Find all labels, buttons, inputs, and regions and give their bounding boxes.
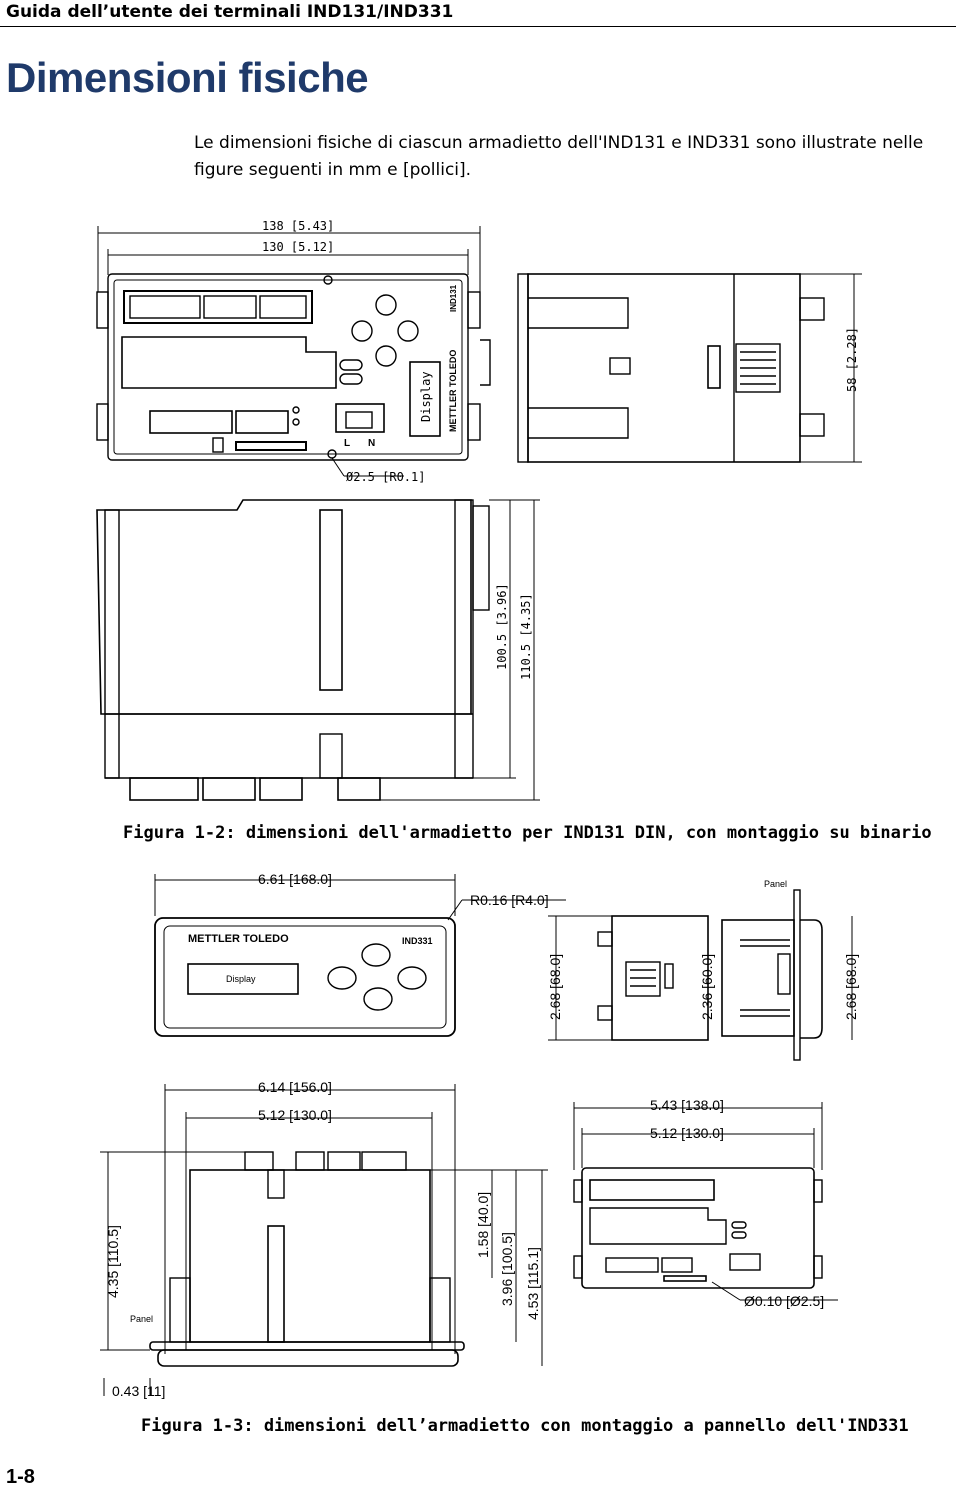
fig2-bottom-view: 6.14 [156.0] 5.12 [130.0] Panel 4.35 [11…	[100, 1079, 548, 1399]
fig2-brand: METTLER TOLEDO	[188, 933, 289, 945]
fig1-model: IND131	[449, 284, 458, 312]
dim-5-12-a: 5.12 [130.0]	[258, 1107, 332, 1123]
figure-caption-1-2: Figura 1-2: dimensioni dell'armadietto p…	[123, 823, 932, 843]
dim-3-96: 3.96 [100.5]	[499, 1232, 515, 1306]
dim-6-61: 6.61 [168.0]	[258, 871, 332, 887]
fig2-display: Display	[226, 974, 256, 984]
fig2-side-view: 2.68 [68.0] 2.36 [60.0] Panel 2.68 [68.0…	[547, 879, 859, 1061]
intro-paragraph: Le dimensioni fisiche di ciascun armadie…	[194, 133, 924, 180]
dim-0-43: 0.43 [11]	[112, 1383, 165, 1399]
fig2-rear-view: 5.43 [138.0] 5.12 [130.0] Ø0.10 [Ø2.5]	[573, 1097, 838, 1309]
page-number: 1-8	[6, 1466, 35, 1488]
fig2-panel-label: Panel	[764, 879, 787, 889]
dim-58: 58 [2.28]	[845, 327, 859, 392]
dim-6-14: 6.14 [156.0]	[258, 1079, 332, 1095]
page-header: Guida dell’utente dei terminali IND131/I…	[0, 0, 956, 27]
dim-2-36: 2.36 [60.0]	[699, 954, 715, 1020]
dim-4-35: 4.35 [110.5]	[105, 1225, 121, 1298]
dim-1-58: 1.58 [40.0]	[475, 1192, 491, 1258]
fig1-display-label: Display	[419, 371, 433, 422]
dim-130: 130 [5.12]	[262, 240, 334, 254]
dim-4-53: 4.53 [115.1]	[525, 1247, 541, 1320]
fig1-l-label: L	[344, 438, 350, 449]
section-title: Dimensioni fisiche	[6, 54, 369, 101]
fig2-front-view: 6.61 [168.0] R0.16 [R4.0] METTLER TOLEDO…	[154, 871, 566, 1037]
fig1-brand: METTLER TOLEDO	[448, 350, 458, 432]
dim-2-68-b: 2.68 [68.0]	[843, 954, 859, 1020]
dim-5-43: 5.43 [138.0]	[650, 1097, 724, 1113]
dim-100-5: 100.5 [3.96]	[495, 583, 509, 670]
header-title: Guida dell’utente dei terminali IND131/I…	[6, 2, 454, 22]
fig1-bottom-view: 100.5 [3.96] 110.5 [4.35]	[96, 499, 540, 801]
dim-radius: R0.16 [R4.0]	[470, 892, 549, 908]
figure-caption-1-3: Figura 1-3: dimensioni dell’armadietto c…	[141, 1416, 909, 1436]
fig1-n-label: N	[368, 438, 375, 449]
dim-110-5: 110.5 [4.35]	[519, 593, 533, 680]
fig2-panel-label-2: Panel	[130, 1314, 153, 1324]
fig2-model: IND331	[402, 936, 433, 946]
fig1-front-view: 138 [5.43] 130 [5.12] Display METTLER TO…	[96, 219, 491, 484]
dim-138: 138 [5.43]	[262, 219, 334, 233]
dim-2-68-a: 2.68 [68.0]	[547, 954, 563, 1020]
dim-hole-2: Ø0.10 [Ø2.5]	[744, 1293, 824, 1309]
dim-hole: Ø2.5 [R0.1]	[346, 470, 425, 484]
fig1-side-view: 58 [2.28]	[517, 273, 862, 463]
dim-5-12-b: 5.12 [130.0]	[650, 1125, 724, 1141]
